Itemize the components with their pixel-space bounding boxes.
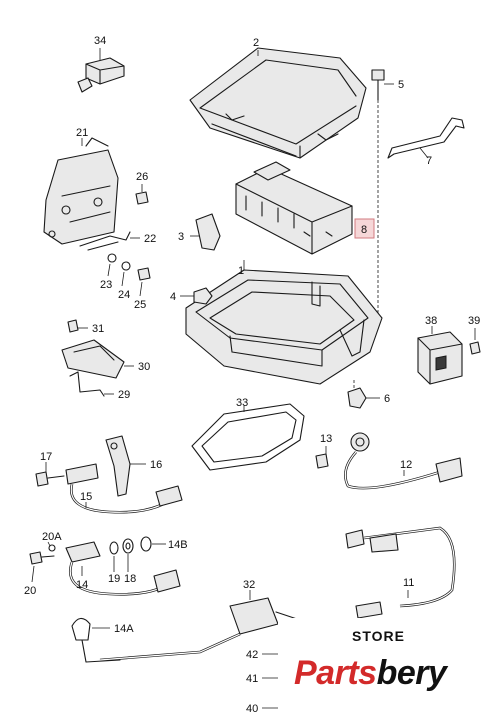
part-14-sensor <box>65 541 181 596</box>
part-23-washer <box>107 253 117 277</box>
part-11-sensor <box>345 526 456 619</box>
callout-15: 15 <box>80 491 92 503</box>
watermark-brand-logo: Partsbery <box>294 654 447 693</box>
callout-6: 6 <box>384 393 390 405</box>
part-6-nut <box>347 380 380 409</box>
watermark-store-text: STORE <box>352 628 405 644</box>
callout-19: 19 <box>108 573 120 585</box>
callout-11: 11 <box>403 577 414 589</box>
part-14B-ring <box>140 536 166 552</box>
callout-22: 22 <box>144 233 156 245</box>
part-3-clip <box>190 213 221 251</box>
callout-29: 29 <box>118 389 130 401</box>
part-8-control-unit <box>235 161 353 255</box>
part-16-bracket <box>105 435 146 497</box>
callout-21: 21 <box>76 127 88 139</box>
watermark-backdrop <box>278 618 482 719</box>
callout-13: 13 <box>320 433 332 445</box>
callout-42: 42 <box>246 649 258 661</box>
part-20-bolt <box>29 541 56 583</box>
callout-38: 38 <box>425 315 437 327</box>
part-33-gasket <box>191 403 305 471</box>
watermark-brand-black: bery <box>376 654 447 692</box>
part-26-screw <box>135 184 149 205</box>
part-5-bolt <box>371 69 394 101</box>
callout-1: 1 <box>238 265 244 277</box>
callout-17: 17 <box>40 451 52 463</box>
callout-14: 14 <box>76 579 88 591</box>
callout-8: 8 <box>361 224 367 236</box>
callout-12: 12 <box>400 459 412 471</box>
callout-16: 16 <box>150 459 162 471</box>
callout-41: 41 <box>246 673 258 685</box>
part-12-knock-sensor <box>344 432 463 490</box>
part-22-clip <box>79 231 140 251</box>
callout-31: 31 <box>92 323 104 335</box>
part-4-nut <box>180 287 213 305</box>
callout-32: 32 <box>243 579 255 591</box>
part-19-washer <box>109 541 119 572</box>
part-39-screw <box>469 328 481 355</box>
callout-7: 7 <box>426 155 432 167</box>
callout-20: 20 <box>24 585 36 597</box>
part-1-housing <box>185 260 383 385</box>
part-7-bracket <box>387 117 465 159</box>
callout-30: 30 <box>138 361 150 373</box>
callout-3: 3 <box>178 231 184 243</box>
part-30-bracket <box>61 339 134 379</box>
callout-40: 40 <box>246 703 258 715</box>
part-25-screw <box>137 267 151 297</box>
callout-25: 25 <box>134 299 146 311</box>
part-38-relay <box>417 326 463 385</box>
part-14A-clip <box>71 617 241 663</box>
watermark-brand-red: Parts <box>294 654 377 692</box>
callout-5: 5 <box>398 79 404 91</box>
part-31-screw <box>67 319 88 333</box>
callout-34: 34 <box>94 35 106 47</box>
callout-39: 39 <box>468 315 480 327</box>
part-13-bolt <box>315 446 329 469</box>
callout-14B: 14B <box>168 539 188 551</box>
callout-33: 33 <box>236 397 248 409</box>
part-34-switch <box>77 48 125 93</box>
part-24-washer <box>121 261 131 287</box>
callout-8-highlight <box>354 218 375 239</box>
callout-18: 18 <box>124 573 136 585</box>
part-15-sensor <box>65 463 183 514</box>
callout-2: 2 <box>253 37 259 49</box>
callout-23: 23 <box>100 279 112 291</box>
part-29-clip <box>69 371 114 397</box>
callout-14A: 14A <box>114 623 134 635</box>
callout-24: 24 <box>118 289 130 301</box>
callout-4: 4 <box>170 291 176 303</box>
part-21-bracket <box>43 137 119 245</box>
part-17-bolt <box>35 462 65 487</box>
callout-26: 26 <box>136 171 148 183</box>
part-2-cover <box>189 47 367 159</box>
part-18-ring <box>122 538 134 572</box>
callout-20A: 20A <box>42 531 62 543</box>
